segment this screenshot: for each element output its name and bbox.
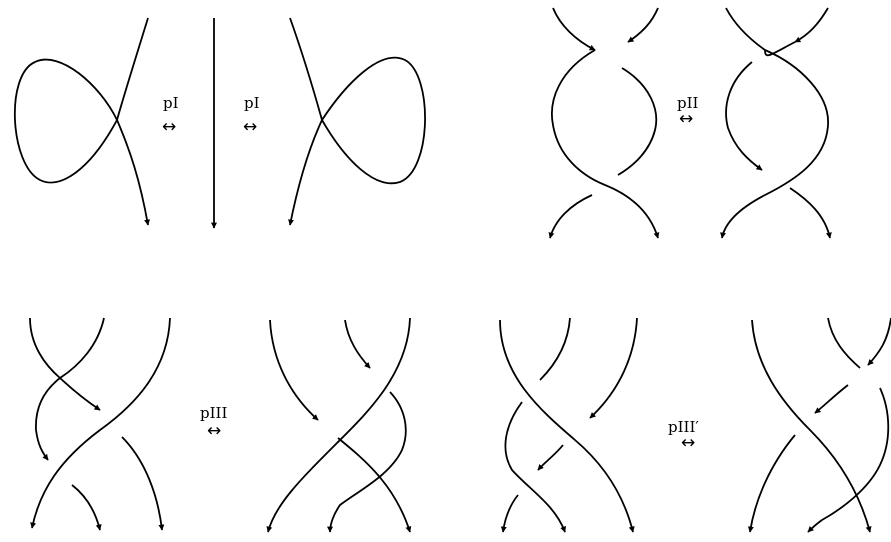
double-arrow-icon: ↔ <box>207 421 221 441</box>
pII-right-tangle <box>720 7 832 239</box>
pIII-label: pIII ↔ <box>200 404 227 441</box>
pI-label-2: pI ↔ <box>243 94 260 137</box>
pIIIprime-left-tangle <box>499 317 638 533</box>
double-arrow-icon: ↔ <box>679 109 693 129</box>
pIII-left-tangle <box>29 317 171 531</box>
pI-label-1: pI ↔ <box>162 94 179 137</box>
pII-left-tangle <box>548 7 660 239</box>
pI-right-loop <box>288 17 426 226</box>
pIIIprime-label: pIII′ ↔ <box>668 418 699 453</box>
pIII-right-tangle <box>266 317 412 533</box>
pI-left-loop <box>13 17 151 226</box>
move-label: pIII <box>200 404 227 422</box>
double-arrow-icon: ↔ <box>243 117 257 137</box>
double-arrow-icon: ↔ <box>162 117 176 137</box>
move-label: pII <box>677 94 699 112</box>
move-label: pIII′ <box>668 418 699 436</box>
pIIIprime-right-tangle <box>747 317 891 533</box>
double-arrow-icon: ↔ <box>681 433 695 453</box>
move-label: pI <box>244 94 260 112</box>
move-label: pI <box>163 94 179 112</box>
pII-label: pII ↔ <box>677 94 699 129</box>
